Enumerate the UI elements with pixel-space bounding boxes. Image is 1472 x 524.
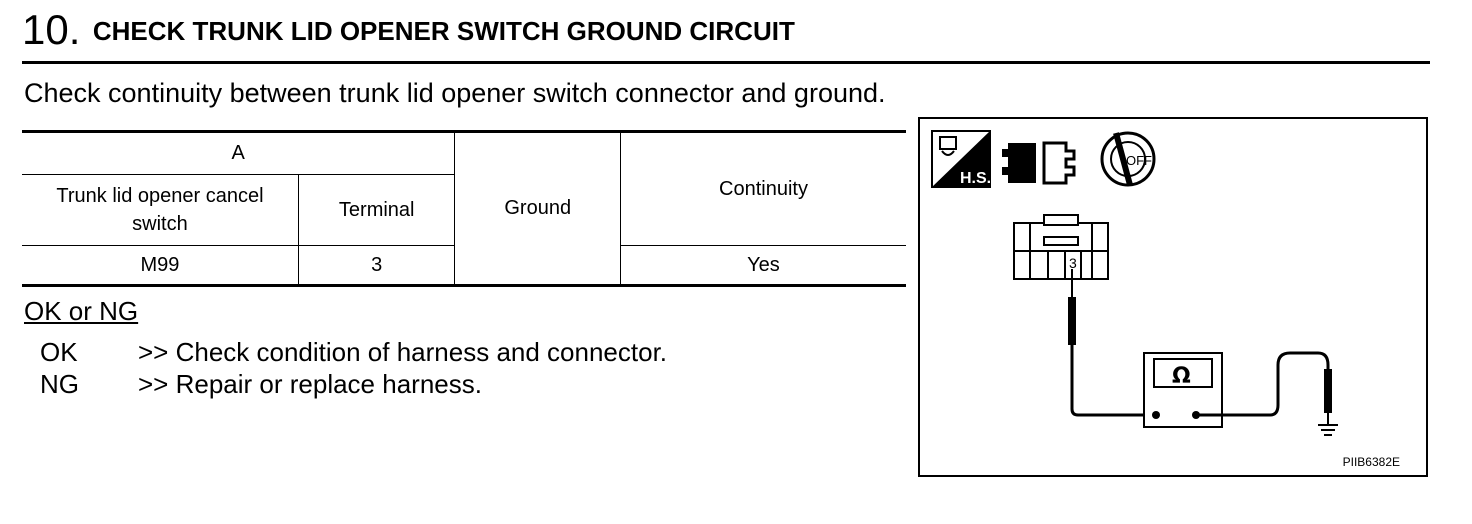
test-lead-positive xyxy=(1068,269,1156,417)
continuity-diagram: H.S. OFF 3 xyxy=(918,117,1428,477)
ground-symbol xyxy=(1318,424,1338,436)
ng-action: >> Repair or replace harness. xyxy=(138,369,482,399)
header-divider xyxy=(22,61,1430,64)
table-ground-header: Ground xyxy=(454,131,621,286)
table-group-header: A xyxy=(22,131,456,175)
ok-action: >> Check condition of harness and connec… xyxy=(138,337,668,367)
step-number: 10. xyxy=(22,6,81,53)
ng-code: NG xyxy=(40,369,79,399)
ok-code: OK xyxy=(40,337,78,367)
step-header: 10. CHECK TRUNK LID OPENER SWITCH GROUND… xyxy=(22,6,795,54)
connector-disconnected-icon xyxy=(1002,141,1076,185)
ok-result: OK >> Check condition of harness and conn… xyxy=(40,337,667,368)
step-title: CHECK TRUNK LID OPENER SWITCH GROUND CIR… xyxy=(92,16,795,46)
figure-code: PIIB6382E xyxy=(1342,455,1400,469)
ignition-off-icon: OFF xyxy=(1100,131,1156,187)
ohm-symbol: Ω xyxy=(1172,364,1191,389)
off-label: OFF xyxy=(1126,153,1152,168)
connector-housing: 3 xyxy=(1013,214,1109,280)
table-terminal-cell: 3 xyxy=(297,245,456,286)
table-connector-cell: M99 xyxy=(22,245,299,286)
table-continuity-header: Continuity xyxy=(620,131,906,246)
hs-label: H.S. xyxy=(960,170,991,187)
result-heading: OK or NG xyxy=(24,296,139,326)
hs-harness-icon: H.S. xyxy=(931,130,991,188)
table-continuity-cell: Yes xyxy=(620,245,906,286)
table-terminal-header: Terminal xyxy=(297,174,455,246)
ng-result: NG >> Repair or replace harness. xyxy=(40,369,482,400)
diagram-svg: H.S. OFF 3 xyxy=(931,130,1338,436)
table-component-header: Trunk lid opener cancel switch xyxy=(22,174,299,246)
connector-terminal-label: 3 xyxy=(1069,255,1077,271)
instruction-text: Check continuity between trunk lid opene… xyxy=(24,78,886,108)
continuity-table: A Ground Continuity Trunk lid opener can… xyxy=(22,130,906,287)
test-lead-negative xyxy=(1196,351,1332,425)
